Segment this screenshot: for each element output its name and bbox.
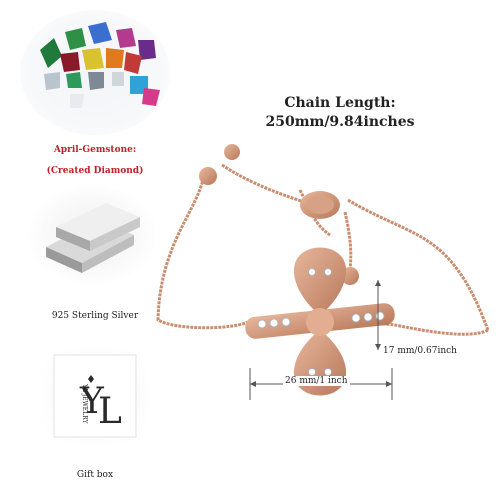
svg-text:Y: Y — [79, 381, 105, 422]
gift-box-panel: Y L — [40, 345, 150, 447]
gemstones-panel — [20, 10, 170, 135]
gift-box-caption: Gift box — [76, 470, 114, 480]
gift-box-image: Y L — [53, 354, 137, 438]
silver-caption: 925 Sterling Silver — [51, 311, 139, 321]
gemstone-label: April-Gemstone: — [53, 145, 137, 155]
gemstone-sublabel: (Created Diamond) — [46, 166, 144, 176]
chain-length-label: Chain Length: — [284, 95, 396, 111]
chain-length-title: Chain Length: 250mm/9.84inches — [250, 94, 430, 132]
svg-text:L: L — [98, 391, 122, 432]
silver-bars-image — [46, 203, 140, 273]
gemstones-image — [40, 22, 160, 108]
silver-bars-panel — [28, 185, 156, 285]
chain-length-value: 250mm/9.84inches — [265, 114, 415, 130]
height-dimension-label: 17 mm/0.67inch — [383, 346, 457, 356]
width-dimension-label: 26 mm/1 inch — [283, 376, 350, 386]
